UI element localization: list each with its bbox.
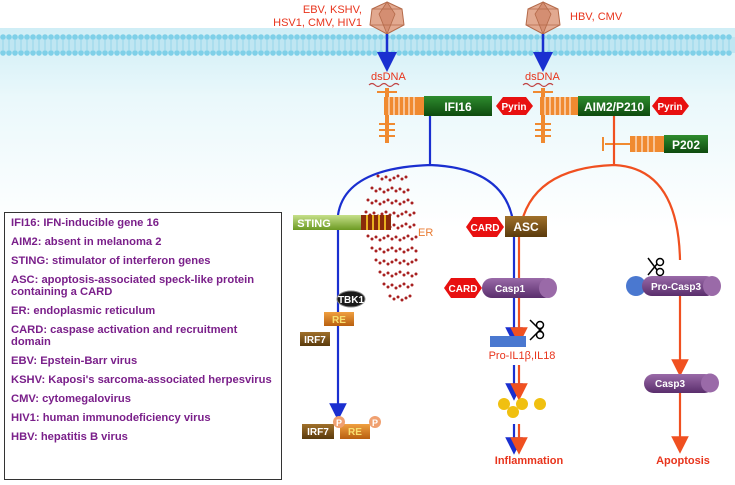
irf7-label-lower: IRF7	[307, 427, 329, 438]
legend-item: ASC: apoptosis-associated speck-like pro…	[11, 274, 255, 298]
casp1-label: Casp1	[495, 284, 525, 295]
virus-list-left-line1: EBV, KSHV,	[303, 4, 362, 16]
legend-item: ER: endoplasmic reticulum	[11, 305, 156, 317]
apoptosis-label: Apoptosis	[656, 455, 710, 467]
card-label-casp1: CARD	[449, 284, 478, 295]
cytoplasm-background	[0, 28, 735, 228]
aim2-box	[578, 96, 650, 116]
tbk1-node	[336, 290, 366, 308]
re-box-upper	[324, 312, 354, 326]
cytokine-dot	[498, 398, 510, 410]
aim2-pyrin-hexagon	[652, 97, 689, 115]
dsdna-label-right: dsDNA	[525, 71, 561, 83]
cytokine-dot	[516, 398, 528, 410]
aim2-complex	[533, 88, 578, 143]
pro-il-bar	[490, 336, 526, 347]
phospho-label-re: P	[372, 418, 378, 428]
aim2-label: AIM2/P210	[584, 100, 644, 114]
p202-domain	[630, 136, 664, 152]
er-dots	[364, 174, 418, 302]
dsdna-strand-left	[368, 82, 400, 88]
irf7-box-upper	[300, 332, 330, 346]
legend-item: HBV: hepatitis B virus	[11, 431, 128, 443]
legend-item: CMV: cytomegalovirus	[11, 393, 131, 405]
scissors-icon	[529, 319, 545, 341]
ifi16-pyrin-label: Pyrin	[501, 102, 526, 113]
ifi16-box	[424, 96, 492, 116]
casp3-label: Casp3	[655, 379, 685, 390]
ifi16-pyrin-hexagon	[496, 97, 533, 115]
virus-list-left-line2: HSV1, CMV, HIV1	[273, 17, 362, 29]
casp1-bar	[482, 278, 554, 298]
aim2-pyrin-label: Pyrin	[657, 102, 682, 113]
dsdna-label-left: dsDNA	[371, 71, 407, 83]
dsdna-strand-right	[522, 82, 554, 88]
re-box-lower	[340, 424, 370, 439]
casp1-end-cap	[539, 278, 557, 298]
pro-casp3-card	[626, 276, 646, 296]
asc-box	[505, 216, 547, 237]
casp3-end-cap	[701, 373, 719, 393]
legend-item: KSHV: Kaposi's sarcoma-associated herpes…	[11, 374, 272, 386]
tbk1-label: TBK1	[338, 295, 365, 306]
ifi16-complex	[377, 88, 424, 143]
abbreviation-legend: IFI16: IFN-inducible gene 16 AIM2: absen…	[4, 212, 282, 480]
card-hexagon-casp1	[444, 278, 482, 298]
ifi16-label: IFI16	[444, 100, 472, 114]
pro-casp3-bar	[642, 276, 716, 296]
re-label-lower: RE	[348, 427, 362, 438]
cytokine-dot	[534, 398, 546, 410]
pro-casp3-label: Pro-Casp3	[651, 282, 701, 293]
casp3-bar	[644, 374, 714, 393]
sting-label: STING	[297, 218, 331, 230]
irf7-box-lower	[302, 424, 334, 439]
legend-item: HIV1: human immunodeficiency virus	[11, 412, 211, 424]
scissors-icon	[647, 257, 665, 277]
phospho-badge-re	[369, 416, 381, 428]
legend-item: IFI16: IFN-inducible gene 16	[11, 217, 159, 229]
inflammation-label: Inflammation	[495, 455, 564, 467]
sting-transmembrane	[361, 215, 391, 230]
card-label-asc: CARD	[471, 223, 500, 234]
sting-box	[293, 215, 361, 230]
pro-il-label: Pro-IL1β,IL18	[489, 350, 556, 362]
er-label: ER	[418, 227, 433, 239]
virus-list-right: HBV, CMV	[570, 11, 623, 23]
legend-item: AIM2: absent in melanoma 2	[11, 236, 162, 248]
phospho-badge-irf7	[333, 416, 345, 428]
cytokine-dot	[507, 406, 519, 418]
cell-membrane	[0, 34, 735, 56]
card-hexagon-asc	[466, 217, 504, 237]
irf7-label-upper: IRF7	[304, 335, 326, 346]
asc-label: ASC	[513, 220, 539, 234]
legend-item: CARD: caspase activation and recruitment…	[11, 324, 238, 348]
virus-particle-left	[369, 1, 405, 36]
legend-item: EBV: Epstein-Barr virus	[11, 355, 138, 367]
legend-item: STING: stimulator of interferon genes	[11, 255, 211, 267]
p202-box	[664, 135, 708, 153]
p202-label: P202	[672, 138, 700, 152]
pro-casp3-end-cap	[703, 276, 721, 296]
phospho-label-irf7: P	[336, 418, 342, 428]
re-label-upper: RE	[332, 315, 346, 326]
